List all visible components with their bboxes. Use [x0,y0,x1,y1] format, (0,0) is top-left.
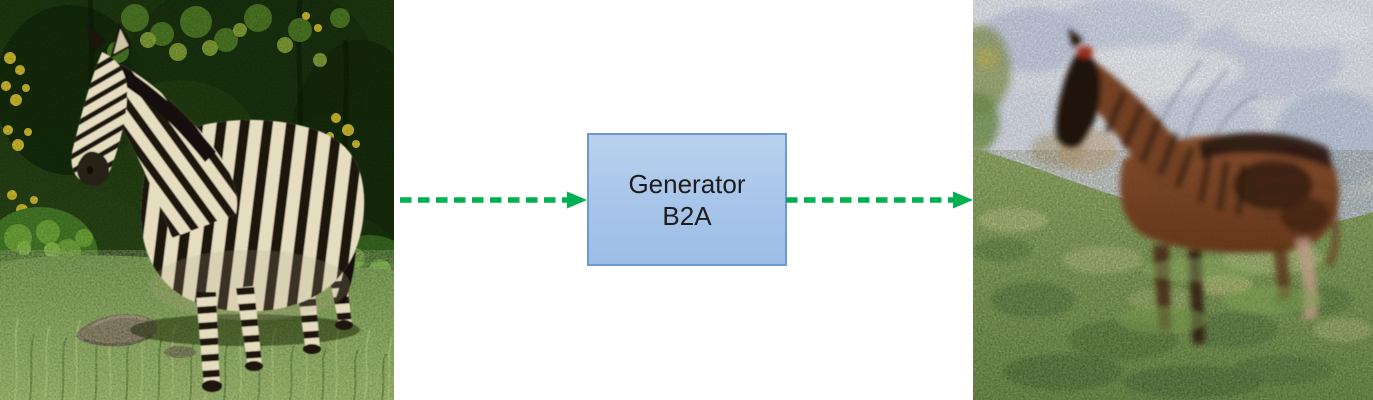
arrow-generator-to-output [785,189,974,211]
zebra-ear [110,23,132,59]
dashed-arrow-icon [786,191,973,209]
arrow-input-to-generator [398,189,588,211]
zebra-photo-illustration [0,0,394,400]
generator-b2a-node: Generator B2A [587,133,787,266]
input-image-zebra [0,0,394,400]
generated-horse-illustration [973,0,1373,400]
generator-label-line2: B2A [662,200,712,231]
dashed-arrow-icon [400,191,587,209]
zebra-muzzle [77,151,110,186]
zebra-ear [85,24,106,52]
generator-label-line1: Generator [628,168,746,199]
output-image-generated-horse [973,0,1373,400]
zebra-figure [71,23,365,392]
